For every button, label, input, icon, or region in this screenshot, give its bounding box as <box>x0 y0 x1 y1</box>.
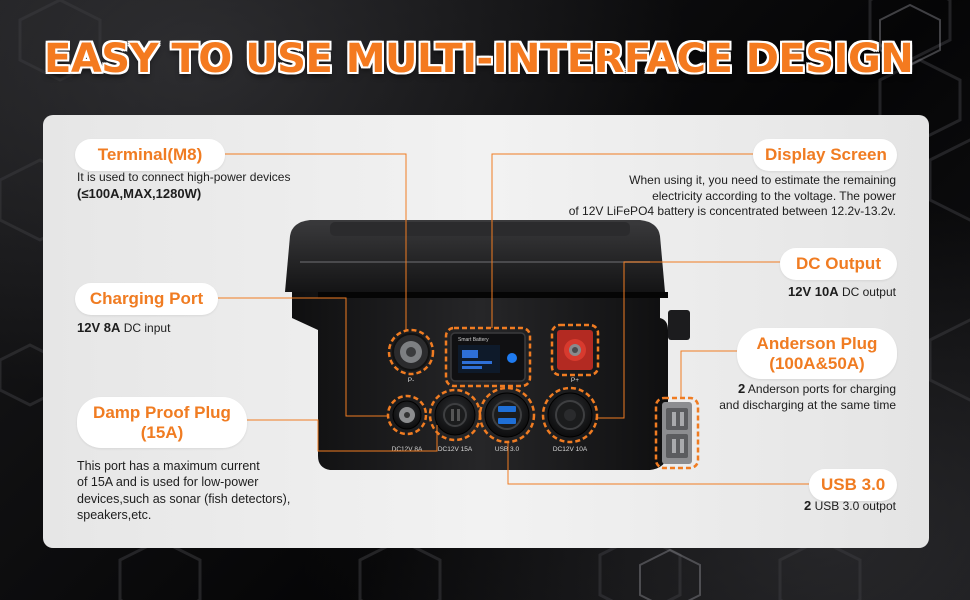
callout-usb-desc: 2 USB 3.0 outpot <box>804 498 896 515</box>
terminal-p-plus <box>557 330 593 370</box>
dc-output-desc-rest: DC output <box>838 285 896 299</box>
callout-display-title: Display Screen <box>753 139 897 171</box>
label-dc15a: DC12V 15A <box>438 446 473 453</box>
case-lid <box>285 220 665 292</box>
callout-damp-title: Damp Proof Plug (15A) <box>77 397 247 449</box>
terminal-desc-line2: (≤100A,MAX,1280W) <box>77 185 202 201</box>
power-icon <box>507 353 517 363</box>
damp-desc-line4: speakers,etc. <box>77 507 152 522</box>
headline: EASY TO USE MULTI-INTERFACE DESIGN <box>44 36 914 82</box>
damp-title-line2: (15A) <box>140 422 184 442</box>
display-desc-line3: of 12V LiFePO4 battery is concentrated b… <box>568 204 896 219</box>
anderson-title-line1: Anderson Plug <box>756 334 878 353</box>
callout-anderson-title: Anderson Plug (100A&50A) <box>737 328 897 380</box>
label-dc10a: DC12V 10A <box>553 446 588 453</box>
dc-output-desc-bold: 12V 10A <box>788 284 839 299</box>
callout-charging-title: Charging Port <box>75 283 218 315</box>
label-usb: USB 3.0 <box>495 446 520 453</box>
damp-desc-line1: This port has a maximum current <box>77 459 260 473</box>
terminal-p-minus <box>392 333 430 371</box>
damp-title-line1: Damp Proof Plug <box>93 403 231 422</box>
callout-terminal-desc: It is used to connect high-power devices… <box>77 170 290 202</box>
display-desc-line2: electricity according to the voltage. Th… <box>652 188 896 203</box>
callout-terminal-title: Terminal(M8) <box>75 139 225 171</box>
charging-desc-bold: 12V 8A <box>77 320 121 335</box>
port-usb <box>484 392 530 438</box>
callout-dc-output-desc: 12V 10A DC output <box>788 284 896 301</box>
port-dc-10a <box>547 392 593 438</box>
display-screen: Smart Battery <box>450 332 526 382</box>
terminal-desc-line1: It is used to connect high-power devices <box>77 170 291 184</box>
callout-damp-desc: This port has a maximum current of 15A a… <box>77 458 290 523</box>
usb-desc-rest: USB 3.0 outpot <box>811 499 896 513</box>
damp-desc-line3: devices,such as sonar (fish detectors), <box>77 491 291 506</box>
label-p-plus: P+ <box>571 377 579 384</box>
display-desc-line1: When using it, you need to estimate the … <box>629 173 896 187</box>
callout-charging-desc: 12V 8A DC input <box>77 320 170 337</box>
charging-desc-rest: DC input <box>120 321 171 335</box>
anderson-desc-line1: 2 Anderson ports for charging <box>719 381 896 398</box>
callout-anderson-desc: 2 Anderson ports for charging and discha… <box>719 381 896 413</box>
callout-display-desc: When using it, you need to estimate the … <box>569 173 896 220</box>
port-dc-8a <box>392 400 422 430</box>
callout-usb-title: USB 3.0 <box>809 469 897 501</box>
label-dc8a: DC12V 8A <box>392 446 423 453</box>
anderson-plugs <box>662 402 692 464</box>
screen-brand: Smart Battery <box>458 337 489 343</box>
anderson-title-line2: (100A&50A) <box>769 353 865 373</box>
anderson-desc-rest1: Anderson ports for charging <box>745 382 896 396</box>
label-p-minus: P- <box>408 377 415 384</box>
port-dc-15a <box>434 394 476 436</box>
anderson-desc-bold: 2 <box>738 381 746 396</box>
damp-desc-line2: of 15A and is used for low-power <box>77 475 259 490</box>
anderson-desc-line2: and discharging at the same time <box>719 397 896 412</box>
callout-dc-output-title: DC Output <box>780 248 897 280</box>
usb-desc-bold: 2 <box>804 498 812 513</box>
